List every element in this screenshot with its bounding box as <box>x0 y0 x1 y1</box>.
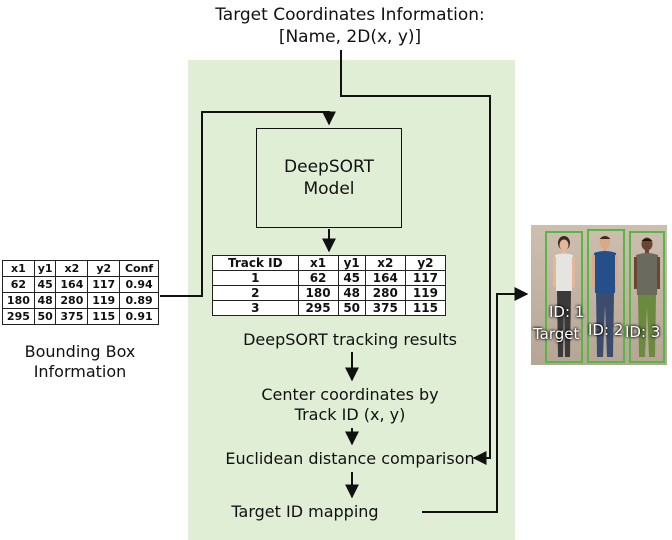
bbox-cell: 180 <box>2 292 35 309</box>
track-cell: 115 <box>404 300 447 316</box>
detection-box-3 <box>629 231 665 363</box>
track-header-cell: x1 <box>297 255 339 271</box>
target-info-format: [Name, 2D(x, y)] <box>278 27 422 47</box>
center-coords-line1: Center coordinates by <box>261 385 439 404</box>
bbox-header-cell: x1 <box>2 260 35 277</box>
tracked-people-photo: ID: 1 Target ID: 2 ID: 3 <box>531 225 667 365</box>
track-cell: 45 <box>337 270 366 286</box>
track-cell: 295 <box>297 300 339 316</box>
bbox-cell: 117 <box>87 276 121 293</box>
bbox-cell: 48 <box>33 292 57 309</box>
euclidean-comparison-step: Euclidean distance comparison <box>225 449 475 468</box>
bounding-box-table: x1 y1 x2 y2 Conf 62 45 164 117 0.94 180 … <box>2 260 159 325</box>
bbox-cell: 375 <box>55 308 89 325</box>
id-label-3: ID: 3 <box>625 323 661 341</box>
id-label-1: ID: 1 <box>549 303 585 321</box>
track-header-cell: y2 <box>404 255 447 271</box>
detection-box-1 <box>545 231 583 363</box>
tracking-results-table: Track ID x1 y1 x2 y2 1 62 45 164 117 2 1… <box>212 255 447 316</box>
bbox-header-row: x1 y1 x2 y2 Conf <box>2 260 159 277</box>
person-3-figure <box>634 237 660 357</box>
track-cell: 50 <box>337 300 366 316</box>
table-row: 3 295 50 375 115 <box>212 300 447 316</box>
track-cell: 62 <box>297 270 339 286</box>
model-label-line2: Model <box>303 179 355 199</box>
table-row: 295 50 375 115 0.91 <box>2 308 159 325</box>
detection-box-2 <box>587 229 625 363</box>
model-label-line1: DeepSORT <box>284 157 374 177</box>
bbox-header-cell: y2 <box>87 260 121 277</box>
bbox-cell: 119 <box>87 292 121 309</box>
target-id-mapping-step: Target ID mapping <box>231 502 379 521</box>
bbox-cell: 115 <box>87 308 121 325</box>
target-info-title: Target Coordinates Information: <box>215 5 485 25</box>
bbox-cell: 295 <box>2 308 35 325</box>
id-label-2: ID: 2 <box>588 321 624 339</box>
table-row: 180 48 280 119 0.89 <box>2 292 159 309</box>
bbox-to-model-arrow <box>160 111 336 297</box>
center-coords-line2: Track ID (x, y) <box>294 405 406 424</box>
target-info-to-euclid-arrow <box>340 50 491 465</box>
deepsort-model-box: DeepSORT Model <box>256 128 402 228</box>
mapping-to-photo-arrow <box>422 287 529 513</box>
track-cell: 180 <box>297 285 339 301</box>
person-2-figure <box>592 235 618 357</box>
bbox-caption-line2: Information <box>33 362 127 381</box>
bbox-cell: 0.91 <box>119 308 159 325</box>
bbox-caption-line1: Bounding Box <box>24 342 136 361</box>
bbox-header-cell: y1 <box>33 260 57 277</box>
target-label: Target <box>533 325 580 343</box>
tracking-results-caption: DeepSORT tracking results <box>243 330 457 349</box>
person-1-figure <box>553 236 575 357</box>
